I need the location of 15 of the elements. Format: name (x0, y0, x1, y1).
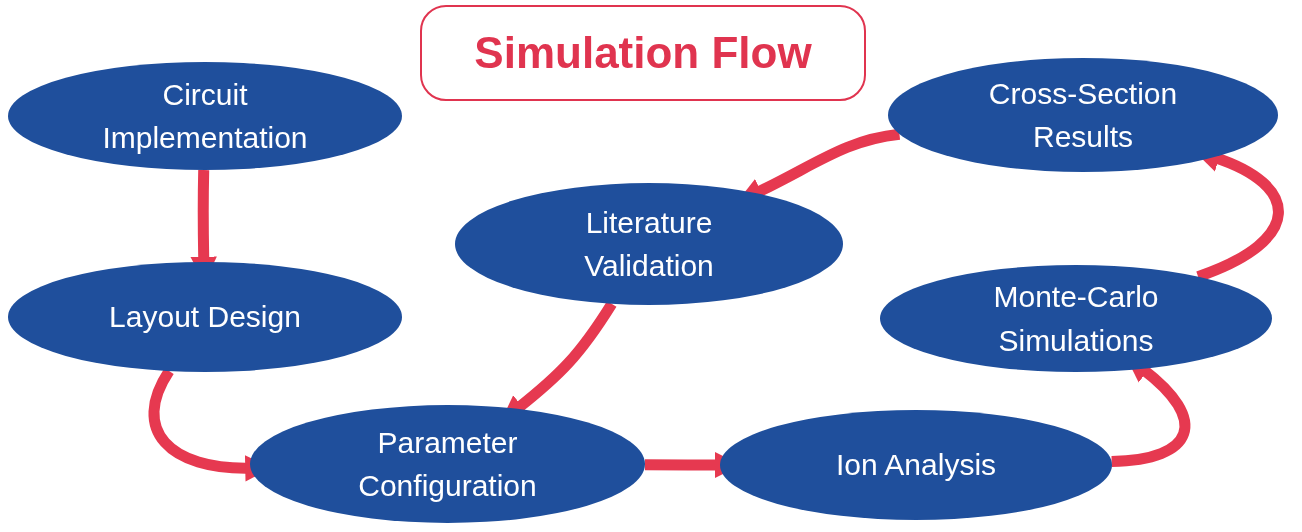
process-ellipse (888, 58, 1278, 172)
node-label: Circuit Implementation (101, 76, 309, 156)
node-label: Cross-Section Results (987, 75, 1179, 155)
node-label: Layout Design (108, 299, 302, 336)
node-label: Ion Analysis (834, 447, 998, 484)
node-label: Monte-Carlo Simulations (992, 279, 1160, 359)
process-ellipse (250, 405, 645, 523)
title-box: Simulation Flow (420, 5, 866, 101)
process-ellipse (455, 183, 843, 305)
node-label: Parameter Configuration (357, 424, 538, 504)
process-ellipse (720, 410, 1112, 520)
process-ellipse (880, 265, 1272, 372)
node-label: Literature Validation (583, 204, 715, 284)
process-ellipse (8, 62, 402, 170)
process-ellipse (8, 262, 402, 372)
